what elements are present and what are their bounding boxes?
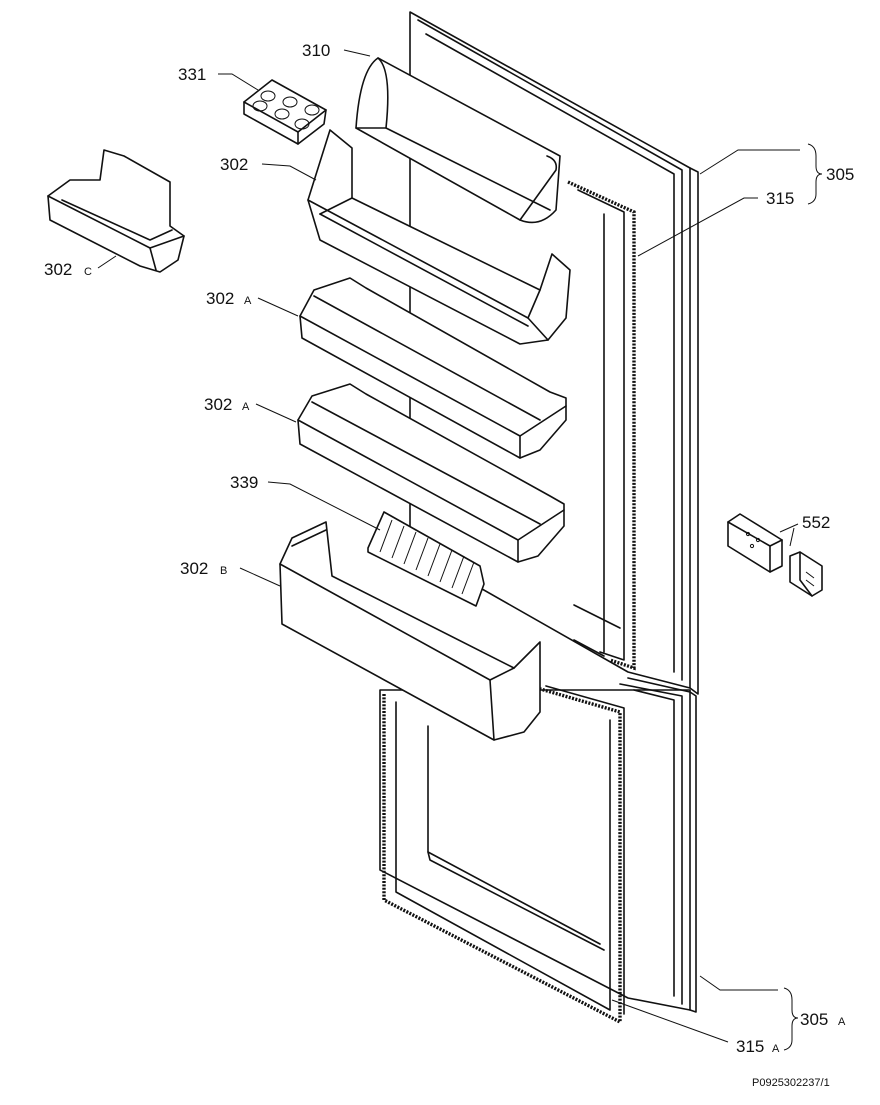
part-302b-balcony <box>279 521 541 741</box>
label-315a: 315 <box>736 1037 764 1056</box>
part-302a-shelf-1 <box>299 277 567 459</box>
label-302c: 302 <box>44 260 72 279</box>
part-310-lid <box>355 57 561 224</box>
label-302a-2: 302 <box>204 395 232 414</box>
label-331: 331 <box>178 65 206 84</box>
part-302a-shelf-2 <box>297 383 565 563</box>
label-302b-suffix: B <box>220 565 227 577</box>
part-552-hinge <box>727 513 823 597</box>
leader-lines <box>97 49 823 1051</box>
label-310: 310 <box>302 41 330 60</box>
lower-door-shell <box>379 677 697 1025</box>
callout-labels: 310 331 302 302 C 302 A 302 A 339 302 B … <box>44 41 854 1089</box>
label-339: 339 <box>230 473 258 492</box>
label-302a-1: 302 <box>206 289 234 308</box>
label-305a: 305 <box>800 1010 828 1029</box>
label-302a-2-suffix: A <box>242 401 250 413</box>
label-302: 302 <box>220 155 248 174</box>
label-302b: 302 <box>180 559 208 578</box>
label-302c-suffix: C <box>84 266 92 278</box>
part-302c-bin <box>47 149 185 273</box>
label-305: 305 <box>826 165 854 184</box>
part-331-egg-tray <box>243 79 327 145</box>
label-305a-suffix: A <box>838 1016 846 1028</box>
label-315: 315 <box>766 189 794 208</box>
label-315a-suffix: A <box>772 1043 780 1055</box>
label-552: 552 <box>802 513 830 532</box>
label-302a-1-suffix: A <box>244 295 252 307</box>
diagram-reference-code: P0925302237/1 <box>752 1077 830 1089</box>
part-339-bottle-holder <box>367 511 485 607</box>
part-302-balcony <box>307 129 571 345</box>
